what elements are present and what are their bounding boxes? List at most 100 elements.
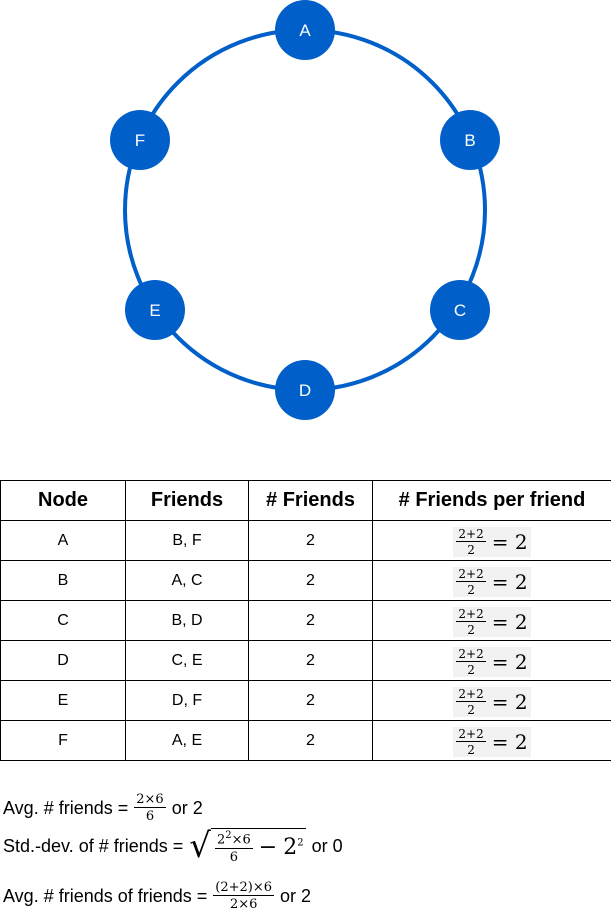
node-circle [110, 110, 170, 170]
node-label: B [464, 131, 475, 150]
std-dev-label: Std.-dev. of # friends = [3, 835, 184, 856]
fpf-numerator: 2+2 [456, 606, 486, 622]
radical-sign: √ [189, 826, 211, 866]
cell-friend-count: 2 [248, 560, 373, 601]
avg-fof-fraction: (2+2)×6 2×6 [213, 880, 275, 912]
node-circle [275, 360, 335, 420]
fpf-numerator: 2+2 [456, 526, 486, 542]
avg-friends-label: Avg. # friends = [3, 797, 129, 818]
fpf-result: = 2 [491, 569, 528, 594]
std-dev-suffix: or 0 [311, 835, 343, 856]
table-header-row: Node Friends # Friends # Friends per fri… [0, 480, 611, 521]
cell-node: B [0, 560, 126, 601]
avg-fof-line: Avg. # friends of friends = (2+2)×6 2×6 … [3, 881, 311, 911]
cell-friend-count: 2 [248, 600, 373, 641]
cell-friend-count: 2 [248, 720, 373, 761]
node-label: D [299, 381, 311, 400]
node-circle [125, 280, 185, 340]
std-dev-line: Std.-dev. of # friends = √ 22×6 6 − 22 o… [3, 828, 343, 864]
cell-friends: A, E [125, 720, 249, 761]
graph-node-e: E [125, 280, 185, 340]
radicand: 22×6 6 − 22 [210, 828, 306, 865]
avg-friends-denominator: 6 [145, 809, 155, 824]
graph-node-b: B [440, 110, 500, 170]
avg-friends-suffix: or 2 [171, 797, 203, 818]
std-dev-numerator: 22×6 [214, 830, 253, 849]
fpf-denominator: 2 [467, 582, 475, 597]
fpf-numerator: 2+2 [456, 566, 486, 582]
graph-node-d: D [275, 360, 335, 420]
square-root: √ 22×6 6 − 22 [189, 826, 306, 866]
graph-node-c: C [430, 280, 490, 340]
mean-squared: 22 [283, 835, 304, 860]
fpf-result: = 2 [491, 649, 528, 674]
cell-friend-count: 2 [248, 520, 373, 561]
graph-node-f: F [110, 110, 170, 170]
node-circle [430, 280, 490, 340]
header-friends-per-friend: # Friends per friend [372, 480, 611, 521]
avg-friends-fraction: 2×6 6 [134, 792, 166, 824]
header-friend-count: # Friends [248, 480, 373, 521]
fpf-denominator: 2 [467, 542, 475, 557]
avg-friends-numerator: 2×6 [134, 792, 166, 808]
node-label: E [149, 301, 160, 320]
fpf-denominator: 2 [467, 702, 475, 717]
cell-friends: B, D [125, 600, 249, 641]
cell-node: C [0, 600, 126, 641]
friendship-graph: A B C D E F [110, 0, 500, 420]
cell-friends: A, C [125, 560, 249, 601]
cell-node: A [0, 520, 126, 561]
cell-friend-count: 2 [248, 640, 373, 681]
cell-friends: C, E [125, 640, 249, 681]
node-label: A [299, 21, 311, 40]
fpf-result: = 2 [491, 529, 528, 554]
fpf-numerator: 2+2 [456, 686, 486, 702]
node-label: F [135, 131, 145, 150]
graph-edges [123, 28, 487, 392]
fpf-result: = 2 [491, 609, 528, 634]
graph-edge-ring [123, 28, 487, 392]
cell-friend-count: 2 [248, 680, 373, 721]
fpf-numerator: 2+2 [456, 646, 486, 662]
avg-fof-suffix: or 2 [280, 885, 312, 906]
graph-node-a: A [275, 0, 335, 60]
avg-friends-line: Avg. # friends = 2×6 6 or 2 [3, 793, 203, 823]
fpf-denominator: 2 [467, 662, 475, 677]
node-circle [275, 0, 335, 60]
avg-fof-numerator: (2+2)×6 [213, 880, 275, 896]
node-label: C [454, 301, 466, 320]
header-node: Node [0, 480, 126, 521]
cell-node: E [0, 680, 126, 721]
cell-friends: D, F [125, 680, 249, 721]
cell-node: F [0, 720, 126, 761]
std-dev-denominator: 6 [229, 849, 238, 865]
node-circle [440, 110, 500, 170]
avg-fof-label: Avg. # friends of friends = [3, 885, 208, 906]
graph-nodes: A B C D E F [110, 0, 500, 420]
avg-fof-denominator: 2×6 [229, 897, 258, 912]
fpf-result: = 2 [491, 689, 528, 714]
